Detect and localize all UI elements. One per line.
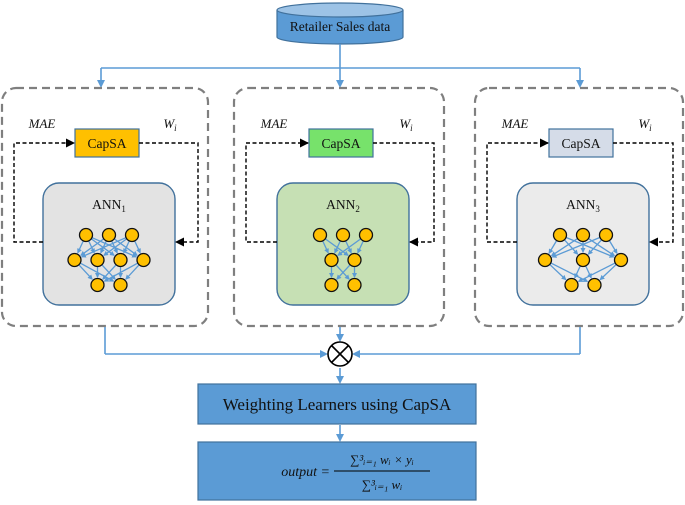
network-connection [80,238,104,256]
network-node [67,252,82,268]
weighting-label: Weighting Learners using CapSA [223,395,452,414]
weight-arrow [613,142,674,247]
network-connection [322,241,329,254]
network-node [347,277,362,293]
network-connection [102,264,117,280]
network-node [113,252,128,268]
network-connection [123,241,130,254]
network-node [347,252,362,268]
database-label: Retailer Sales data [290,19,390,34]
weighting-learners-box: Weighting Learners using CapSA [197,383,477,425]
network-node [113,277,128,293]
network-node [587,277,602,293]
ann-title: ANN2 [326,197,360,214]
weight-arrow [373,142,435,247]
network-connection [549,264,567,281]
network-connection [77,241,84,254]
network-node [136,252,151,268]
network-connection [599,264,617,281]
network-node [575,227,591,243]
network-connection [609,240,618,254]
network-connection [336,264,351,280]
capsa-label: CapSA [561,136,600,151]
network-connection [337,238,361,256]
network-node [358,227,374,243]
weight-label: Wi [163,116,177,133]
mae-arrow [486,138,549,243]
mae-label: MAE [260,116,288,131]
network-connection [564,239,579,255]
output-formula-box: output = ∑³ᵢ₌₁ wᵢ × yᵢ ∑³ᵢ₌₁ wᵢ [197,441,477,501]
feedback-loop [245,138,435,247]
mae-arrow [245,138,309,243]
network-node [90,252,105,268]
learner-dashed-border [232,86,446,328]
learner-dashed-border [473,86,685,328]
network-node [335,227,351,243]
network-connection [587,239,602,255]
network-connection [334,241,341,254]
weight-arrow [139,142,199,247]
merge-arrows [104,327,581,442]
distribution-arrows [97,44,584,88]
database-cylinder-top [276,2,404,18]
mae-label: MAE [501,116,529,131]
network-node [598,227,614,243]
formula-lhs: output = [281,465,330,480]
mae-arrow [13,138,75,243]
network-connection [80,237,126,258]
network-connection [134,241,141,254]
combiner-multiply-node [327,341,353,367]
network-connection [357,241,364,254]
weight-label: Wi [399,116,413,133]
network-connection [574,266,581,279]
ann-title: ANN1 [92,197,126,214]
network-connection [103,262,138,282]
network-node [575,252,591,268]
network-node [564,277,579,293]
learner-panel-1: CapSA ANN1 MAE Wi [0,86,210,328]
network-connection [551,237,600,258]
weight-label: Wi [638,116,652,133]
learner-panel-3: CapSA ANN3 MAE Wi [473,86,685,328]
neural-network [312,227,374,293]
network-connection [125,264,140,280]
feedback-loop [13,138,199,247]
mae-label: MAE [28,116,56,131]
network-node [90,277,105,293]
network-node [613,252,629,268]
network-connection [78,264,93,280]
network-connection [103,238,127,256]
retailer-sales-database: Retailer Sales data [276,2,404,45]
network-node [537,252,553,268]
network-node [324,277,339,293]
network-connection [548,240,557,254]
capsa-label: CapSA [87,136,126,151]
capsa-optimizer-box [548,128,614,158]
network-node [324,252,339,268]
network-node [552,227,568,243]
network-node [78,227,94,243]
capsa-label: CapSA [321,136,360,151]
learner-dashed-border [0,86,210,328]
formula-numerator: ∑³ᵢ₌₁ wᵢ × yᵢ [350,452,414,467]
network-node [312,227,328,243]
learner-panel-2: CapSA ANN2 MAE Wi [232,86,446,328]
formula-denominator: ∑³ᵢ₌₁ wᵢ [362,477,403,492]
network-connection [577,262,616,282]
ann-title: ANN3 [566,197,600,214]
feedback-loop [486,138,674,247]
network-connection [550,238,578,257]
network-node [124,227,140,243]
network-node [101,227,117,243]
network-connection [588,238,616,257]
neural-network [67,227,151,293]
capsa-optimizer-box [74,128,140,158]
neural-network [537,227,629,293]
